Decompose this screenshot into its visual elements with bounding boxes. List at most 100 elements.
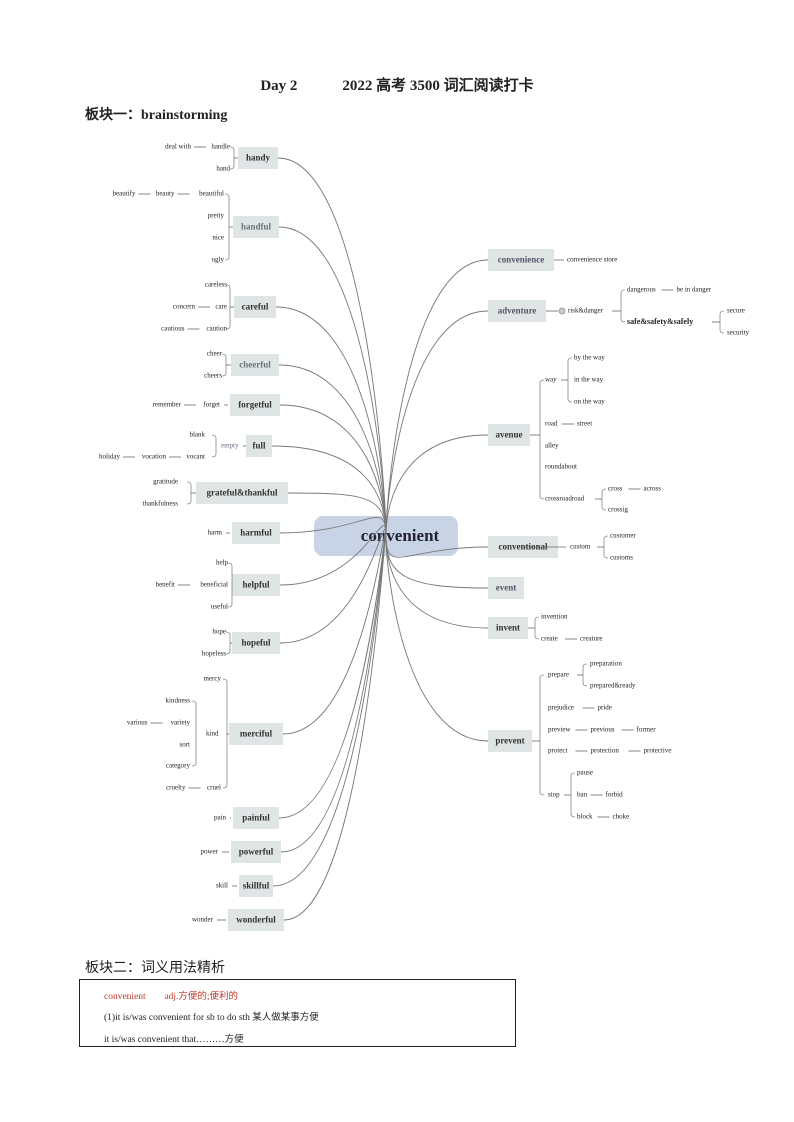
node-box bbox=[233, 807, 279, 829]
word-label: mercy bbox=[204, 675, 222, 683]
node-avenue: avenue bbox=[496, 430, 523, 440]
word-label: deal with bbox=[165, 143, 191, 151]
title-text: 2022 高考 3500 词汇阅读打卡 bbox=[342, 78, 534, 94]
word-label: pain bbox=[214, 814, 227, 822]
node-grateful-thankful: grateful&thankful bbox=[206, 488, 278, 498]
bracket bbox=[534, 616, 540, 640]
word-label: roundabout bbox=[545, 463, 577, 471]
bracket bbox=[211, 434, 217, 458]
node-harmful: harmful bbox=[240, 528, 272, 538]
word-label: cross bbox=[608, 485, 623, 493]
center-label: convenient bbox=[361, 526, 440, 545]
node-invent: invent bbox=[496, 623, 520, 633]
word-label: variety bbox=[171, 719, 191, 727]
bracket bbox=[539, 379, 545, 500]
node-handful: handful bbox=[241, 222, 272, 232]
node-skillful: skillful bbox=[243, 881, 270, 891]
bracket bbox=[186, 481, 192, 505]
node-conventional: conventional bbox=[498, 542, 548, 552]
node-box bbox=[228, 909, 284, 931]
word-label: create bbox=[541, 635, 558, 643]
node-box bbox=[234, 296, 276, 318]
node-adventure: adventure bbox=[498, 306, 537, 316]
word-label: vocant bbox=[186, 453, 205, 461]
usage-box: convenient adj.方便的;便利的 (1)it is/was conv… bbox=[79, 979, 516, 1047]
word-label: security bbox=[727, 329, 750, 337]
word-label: across bbox=[644, 485, 662, 493]
word-label: forget bbox=[203, 401, 220, 409]
branch-curve bbox=[279, 528, 387, 644]
word-label: cheers bbox=[204, 372, 222, 380]
word-label: care bbox=[215, 303, 227, 311]
branch-curve bbox=[279, 525, 387, 586]
usage-line-2: it is/was convenient that………方便 bbox=[104, 1035, 244, 1045]
bracket bbox=[620, 289, 626, 323]
bracket bbox=[225, 631, 231, 655]
word-label: alley bbox=[545, 442, 559, 450]
word-label: stop bbox=[548, 791, 560, 799]
node-merciful: merciful bbox=[240, 729, 273, 739]
word-label: forbid bbox=[606, 791, 624, 799]
word-label: useful bbox=[211, 603, 228, 611]
word-label: handle bbox=[211, 143, 230, 151]
bracket bbox=[222, 678, 228, 789]
node-forgetful: forgetful bbox=[238, 400, 272, 410]
word-label: gratitude bbox=[153, 478, 178, 486]
branch-curve bbox=[385, 535, 489, 742]
branch-curve bbox=[385, 259, 489, 537]
node-box bbox=[233, 216, 279, 238]
bracket bbox=[601, 488, 607, 511]
node-box bbox=[488, 249, 554, 271]
word-label: customs bbox=[610, 554, 633, 562]
branch-curve bbox=[279, 517, 387, 537]
usage-word-line: convenient adj.方便的;便利的 bbox=[104, 988, 238, 1002]
word-label: pretty bbox=[208, 212, 225, 220]
node-box bbox=[488, 424, 530, 446]
bracket bbox=[227, 562, 233, 608]
word-label: remember bbox=[153, 401, 182, 409]
word-label: sort bbox=[180, 741, 191, 749]
bracket bbox=[567, 357, 573, 403]
node-box bbox=[488, 577, 524, 599]
word-label: preview bbox=[548, 726, 571, 734]
bracket bbox=[719, 310, 725, 334]
word-label: custom bbox=[570, 543, 591, 551]
word-label: harm bbox=[208, 529, 223, 537]
node-box bbox=[239, 875, 273, 897]
node-box bbox=[231, 841, 281, 863]
node-box bbox=[246, 435, 272, 457]
kind-label: kind bbox=[206, 730, 219, 738]
word-label: pause bbox=[577, 769, 593, 777]
branch-curve bbox=[275, 306, 387, 537]
branch-curve bbox=[272, 532, 387, 887]
node-box bbox=[488, 730, 532, 752]
word-label: beneficial bbox=[200, 581, 228, 589]
word-label: concern bbox=[173, 303, 196, 311]
word-label: creature bbox=[580, 635, 603, 643]
word-label: kindness bbox=[166, 697, 191, 705]
usage-line-1: (1)it is/was convenient for sb to do sth… bbox=[104, 1013, 319, 1023]
word-label: various bbox=[127, 719, 148, 727]
word-label: category bbox=[166, 762, 191, 770]
word-label: secure bbox=[727, 307, 745, 315]
word-label: previous bbox=[591, 726, 615, 734]
word-label: prejudice bbox=[548, 704, 574, 712]
word-label: help bbox=[216, 559, 229, 567]
word-label: crossig bbox=[608, 506, 628, 514]
node-helpful: helpful bbox=[242, 580, 270, 590]
node-event: event bbox=[496, 583, 517, 593]
word-label: cruelty bbox=[166, 784, 186, 792]
branch-curve bbox=[280, 532, 387, 853]
word-label: choke bbox=[613, 813, 630, 821]
usage-word: convenient bbox=[104, 992, 146, 1002]
node-hopeful: hopeful bbox=[241, 638, 271, 648]
word-label: cruel bbox=[207, 784, 221, 792]
word-label: former bbox=[637, 726, 657, 734]
node-full: full bbox=[252, 441, 266, 451]
word-label: by the way bbox=[574, 354, 605, 362]
word-label: risk&danger bbox=[568, 307, 604, 315]
bracket bbox=[582, 663, 588, 687]
word-label: way bbox=[545, 376, 557, 384]
word-label: invention bbox=[541, 613, 568, 621]
